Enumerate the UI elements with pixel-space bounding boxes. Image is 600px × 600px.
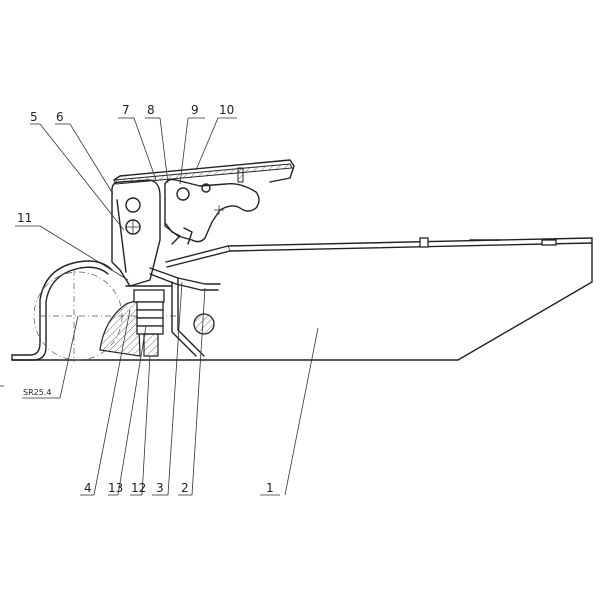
label-12: 12 xyxy=(131,481,146,495)
leader-lines xyxy=(0,117,319,496)
label-13: 13 xyxy=(108,481,123,495)
label-11: 11 xyxy=(17,211,32,225)
label-6: 6 xyxy=(56,110,64,124)
label-9: 9 xyxy=(191,103,199,117)
label-10: 10 xyxy=(219,103,234,117)
label-5: 5 xyxy=(30,110,38,124)
locking-plunger xyxy=(125,285,173,357)
handle-cam xyxy=(113,159,295,245)
radius-label: SR25.4 xyxy=(23,388,51,397)
ball-socket xyxy=(11,260,180,362)
label-1: 1 xyxy=(266,481,274,495)
latch-lever xyxy=(111,179,190,287)
part-labels: 1 2 3 12 13 4 11 5 6 7 8 9 10 SR25.4 xyxy=(17,103,274,495)
main-body xyxy=(11,237,593,361)
label-8: 8 xyxy=(147,103,155,117)
label-4: 4 xyxy=(84,481,92,495)
label-2: 2 xyxy=(181,481,189,495)
label-3: 3 xyxy=(156,481,164,495)
throat-plate xyxy=(149,267,221,357)
label-7: 7 xyxy=(122,103,130,117)
